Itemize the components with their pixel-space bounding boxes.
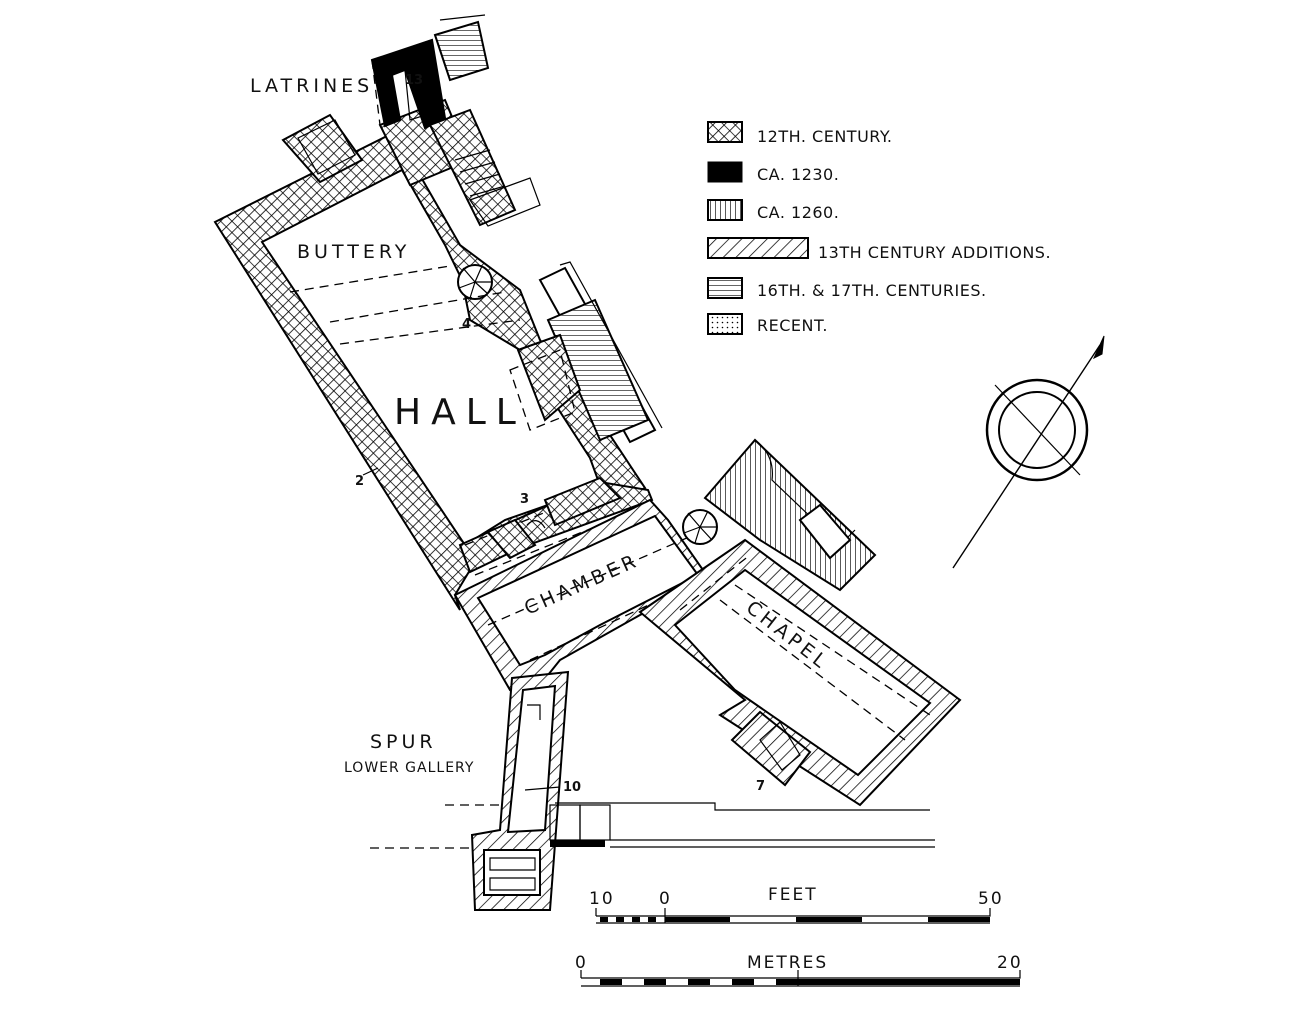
label-latrines: LATRINES xyxy=(250,75,373,97)
spur-gallery xyxy=(370,670,935,911)
swatch-crosshatch-icon xyxy=(707,121,743,143)
legend-item-recent: RECENT. xyxy=(707,313,828,335)
point-3: 3 xyxy=(520,492,529,507)
label-spur: SPUR xyxy=(370,731,437,753)
label-hall: HALL xyxy=(394,392,526,433)
chapel xyxy=(638,438,962,807)
legend-label: CA. 1260. xyxy=(757,203,839,222)
legend-item-16th-17th-centuries: 16TH. & 17TH. CENTURIES. xyxy=(707,277,987,300)
point-7: 7 xyxy=(756,779,765,794)
compass-rose-north-arrow-icon xyxy=(952,335,1105,569)
legend-label: 12TH. CENTURY. xyxy=(757,127,893,146)
legend-label: 13TH CENTURY ADDITIONS. xyxy=(818,243,1051,262)
legend-item-ca-1260: CA. 1260. xyxy=(707,199,839,222)
swatch-vertical-icon xyxy=(707,199,743,221)
label-buttery: BUTTERY xyxy=(297,241,410,263)
swatch-diagonal-icon xyxy=(707,237,809,259)
scale-feet-max: 50 xyxy=(978,889,1004,909)
point-numbers: 13 4 2 3 10 7 xyxy=(355,73,765,795)
swatch-dotted-icon xyxy=(707,313,743,335)
legend-label: 16TH. & 17TH. CENTURIES. xyxy=(757,281,987,300)
scale-feet-zero: 0 xyxy=(659,889,672,909)
legend-label: RECENT. xyxy=(757,316,828,335)
chamber-piers xyxy=(486,476,622,560)
swatch-solid-icon xyxy=(707,161,743,183)
scale-feet-unit: FEET xyxy=(768,885,818,905)
scale-metres-unit: METRES xyxy=(747,953,828,973)
label-lower-gallery: LOWER GALLERY xyxy=(344,760,474,776)
legend-label: CA. 1230. xyxy=(757,165,839,184)
legend: 12TH. CENTURY. CA. 1230. CA. 1260. 13TH … xyxy=(707,121,1051,335)
point-13: 13 xyxy=(405,73,423,88)
scale-bar-metres: 0 METRES 20 xyxy=(575,953,1023,987)
scale-metres-zero: 0 xyxy=(575,953,588,973)
latrines-tower xyxy=(281,14,541,227)
legend-item-ca-1230: CA. 1230. xyxy=(707,161,839,184)
point-10: 10 xyxy=(563,780,581,795)
point-2: 2 xyxy=(355,474,364,489)
scale-bar-feet: 10 0 FEET 50 xyxy=(589,885,1004,924)
legend-item-13th-century-additions: 13TH CENTURY ADDITIONS. xyxy=(707,237,1051,262)
scale-feet-left: 10 xyxy=(589,889,615,909)
point-4: 4 xyxy=(462,317,471,332)
east-forebuilding xyxy=(457,261,663,444)
swatch-horizontal-icon xyxy=(707,277,743,299)
legend-item-12th-century: 12TH. CENTURY. xyxy=(707,121,893,146)
scale-metres-max: 20 xyxy=(997,953,1023,973)
